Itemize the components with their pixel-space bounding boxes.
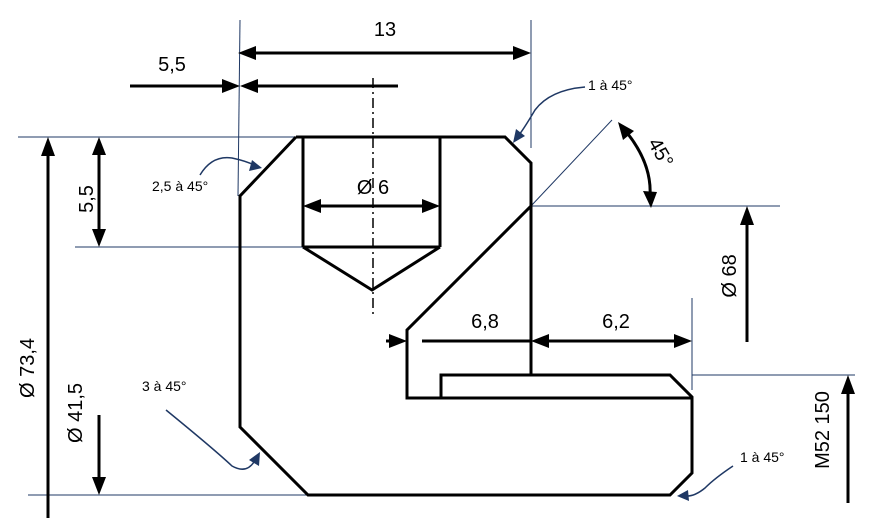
dim-dia-41-5-label: Ø 41,5 bbox=[65, 383, 87, 443]
dim-dia-68: Ø 68 bbox=[719, 206, 754, 342]
dim-length-6-2: 6,2 bbox=[531, 311, 692, 348]
dim-dia-73-4: Ø 73,4 bbox=[17, 137, 55, 518]
chamfer-note-bottom-right: 1 à 45° bbox=[677, 449, 785, 501]
dim-offset-5-5: 5,5 bbox=[130, 54, 398, 93]
dim-13-label: 13 bbox=[374, 19, 396, 41]
chamfer-bottom-left-label: 3 à 45° bbox=[142, 378, 187, 394]
chamfer-bottom-right-label: 1 à 45° bbox=[740, 449, 785, 465]
part-outline bbox=[238, 135, 694, 497]
dim-13: 13 bbox=[238, 19, 531, 60]
dim-bore-dia: Ø 6 bbox=[303, 177, 440, 213]
dim-angle-45: 45° bbox=[618, 122, 677, 208]
dim-dia-68-label: Ø 68 bbox=[719, 254, 741, 297]
chamfer-top-left-label: 2,5 à 45° bbox=[152, 178, 208, 194]
dim-thread-label: M52 150 bbox=[812, 391, 834, 469]
dim-dia-73-4-label: Ø 73,4 bbox=[17, 338, 39, 398]
chamfer-top-right-label: 1 à 45° bbox=[588, 77, 633, 93]
dim-offset-5-5-label: 5,5 bbox=[158, 54, 186, 76]
dim-thread: M52 150 bbox=[812, 375, 855, 503]
extension-lines bbox=[18, 19, 855, 496]
dim-groove-6-8-label: 6,8 bbox=[471, 311, 499, 333]
dim-angle-45-label: 45° bbox=[643, 134, 677, 171]
dim-bore-dia-label: Ø 6 bbox=[357, 177, 389, 199]
dim-groove-6-8: 6,8 bbox=[386, 311, 531, 348]
dim-depth-5-5-label: 5,5 bbox=[76, 185, 98, 213]
chamfer-note-top-left: 2,5 à 45° bbox=[152, 156, 262, 194]
dim-dia-41-5: Ø 41,5 bbox=[65, 383, 106, 495]
dim-length-6-2-label: 6,2 bbox=[602, 311, 630, 333]
dim-depth-5-5: 5,5 bbox=[76, 137, 106, 247]
chamfer-note-top-right: 1 à 45° bbox=[513, 77, 633, 143]
chamfer-note-bottom-left: 3 à 45° bbox=[142, 378, 260, 470]
